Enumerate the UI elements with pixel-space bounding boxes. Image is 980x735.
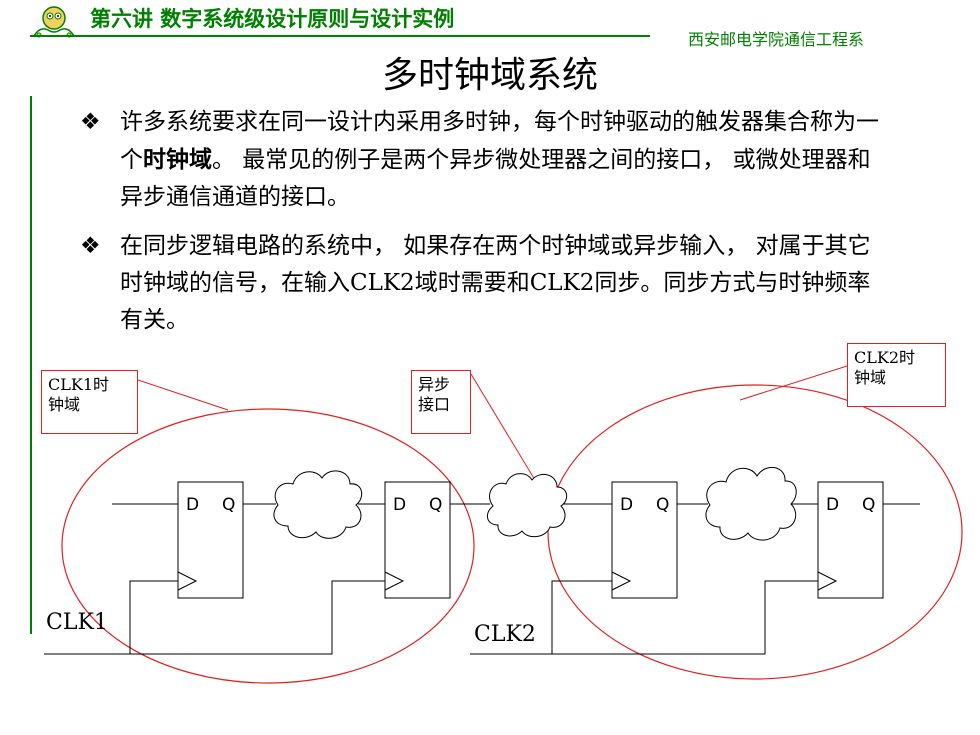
slide-title: 多时钟域系统	[381, 55, 598, 96]
async-interface-callout: 异步 接口	[411, 370, 471, 434]
ff3-d-label: D	[620, 495, 634, 515]
flip-flop-2	[384, 481, 451, 599]
clk2-domain-callout: CLK2时 钟域	[847, 343, 946, 407]
bullet-1-text-after: 。 最常见的例子是两个异步微处理器之间的接口， 或微处理器和异步通信通道的接口。	[120, 147, 871, 210]
bullet-2-text: 在同步逻辑电路的系统中， 如果存在两个时钟域或异步输入， 对属于其它时钟域的信号…	[120, 233, 871, 333]
flip-flop-3	[611, 481, 678, 599]
flip-flop-1	[177, 481, 244, 599]
clk1-label: CLK1	[46, 610, 108, 635]
bullet-1-text: 许多系统要求在同一设计内采用多时钟，每个时钟驱动的触发器集合称为一个时钟域。 最…	[120, 104, 890, 216]
clk2-callout-pointer	[739, 365, 848, 401]
diamond-bullet-icon: ❖	[80, 109, 101, 135]
clk2-label: CLK2	[474, 622, 536, 647]
clk1-domain-callout: CLK1时 钟域	[41, 370, 138, 434]
logic-cloud-async	[486, 473, 568, 538]
ff1-q-label: Q	[222, 495, 236, 515]
clk1-domain-ellipse	[61, 408, 475, 684]
flip-flop-4	[817, 481, 884, 599]
ff2-q-label: Q	[429, 495, 443, 515]
clk2-domain-ellipse	[547, 384, 963, 680]
left-accent-bar	[30, 96, 32, 634]
clk1-branch	[129, 580, 178, 654]
clk1-callout-pointer	[137, 379, 229, 411]
ff4-d-label: D	[826, 495, 840, 515]
logic-cloud-3	[705, 466, 797, 541]
bullet-1: ❖ 许多系统要求在同一设计内采用多时钟，每个时钟驱动的触发器集合称为一个时钟域。…	[80, 104, 890, 216]
header-divider	[30, 35, 650, 37]
organization-name: 西安邮电学院通信工程系	[688, 30, 865, 49]
bullet-2: ❖ 在同步逻辑电路的系统中， 如果存在两个时钟域或异步输入， 对属于其它时钟域的…	[80, 228, 890, 339]
bullet-1-bold-term: 时钟域	[143, 146, 212, 173]
ff2-d-label: D	[393, 495, 407, 515]
clk1-line	[44, 580, 385, 655]
logic-cloud-1	[273, 470, 363, 539]
async-callout-pointer	[470, 373, 542, 491]
bullet-1-text-before: 许多系统要求在同一设计内采用多时钟，每个时钟驱动的触发器集合称为一个	[120, 109, 879, 173]
ff4-q-label: Q	[862, 495, 876, 515]
clk2-branch	[551, 580, 612, 654]
ff3-q-label: Q	[656, 495, 670, 515]
clk2-line	[470, 580, 818, 655]
diamond-bullet-icon: ❖	[80, 233, 101, 259]
lecture-title: 第六讲 数字系统级设计原则与设计实例	[90, 7, 455, 31]
ff1-d-label: D	[186, 495, 200, 515]
